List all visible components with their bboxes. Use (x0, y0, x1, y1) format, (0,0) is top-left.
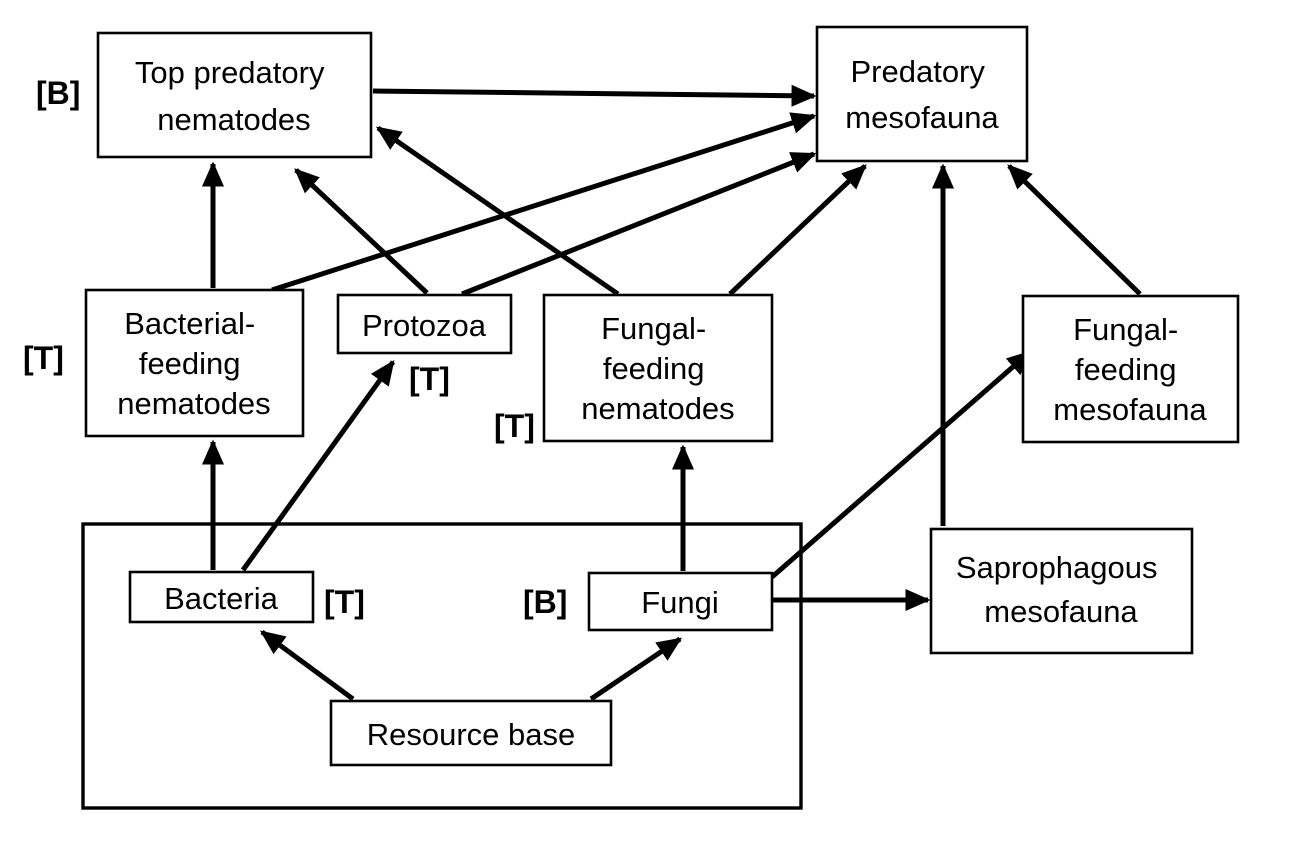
svg-text:Fungal- feeding ne: Fungal- feeding nematodes (581, 311, 734, 426)
tag-protozoa: [T] (409, 361, 450, 397)
node-predatory-mesofauna: Predatory mesofauna (815, 25, 1029, 163)
arrow-fungal-feeding-mesofauna-to-predatory-mesofauna (1007, 164, 1142, 296)
tag-bacterial-feeding-nematodes: [T] (23, 340, 64, 376)
node-top-predatory-nematodes: Top predatory nematodes (96, 31, 373, 159)
svg-text:Fungi: Fungi (641, 585, 719, 620)
svg-text:Predatory mesofauna: Predatory mesofauna (845, 54, 999, 135)
node-label-line: mesofauna (984, 594, 1138, 629)
node-label-line: Bacteria (164, 581, 278, 616)
node-label-line: Bacterial- (124, 306, 255, 341)
arrow-resource-base-to-fungi (589, 636, 683, 702)
arrow-fungi-to-fungal-feeding-mesofauna (770, 350, 1032, 579)
node-label-line: feeding (603, 351, 705, 386)
arrow-bacterial-feeding-nematodes-to-predatory-mesofauna (271, 112, 817, 293)
node-label-line: Predatory (850, 54, 985, 89)
arrow-top-predatory-nematodes-to-predatory-mesofauna (372, 84, 817, 107)
node-label-line: Top predatory (135, 55, 325, 90)
node-resource-base: Resource base (329, 699, 613, 767)
node-protozoa: Protozoa (336, 293, 513, 355)
node-fungal-feeding-mesofauna: Fungal- feeding mesofauna (1021, 294, 1240, 444)
node-fungal-feeding-nematodes: Fungal- feeding nematodes (542, 293, 774, 443)
node-bacteria: Bacteria (128, 570, 315, 624)
node-label-line: mesofauna (845, 100, 999, 135)
node-bacterial-feeding-nematodes: Bacterial- feeding nematodes (84, 288, 305, 438)
node-saprophagous-mesofauna: Saprophagous mesofauna (929, 527, 1194, 655)
svg-text:Top predatory nematodes: Top predatory nematodes (135, 55, 333, 137)
node-label-line: feeding (1075, 352, 1177, 387)
arrow-fungal-feeding-nematodes-to-predatory-mesofauna (728, 164, 867, 296)
node-label-line: mesofauna (1053, 392, 1207, 427)
node-label-line: nematodes (157, 102, 310, 137)
svg-text:Bacteria: Bacteria (164, 581, 278, 616)
tag-bacteria: [T] (324, 584, 365, 620)
node-label-line: feeding (139, 346, 241, 381)
resource-compartment-frame (81, 522, 803, 810)
node-fungi: Fungi (587, 571, 774, 632)
node-label-line: Fungal- (601, 311, 706, 346)
node-label-line: nematodes (581, 391, 734, 426)
tag-top-predatory-nematodes: [B] (36, 75, 80, 111)
arrow-bacteria-to-protozoa (240, 359, 396, 572)
arrow-protozoa-to-top-predatory-nematodes (294, 168, 429, 295)
tag-fungi: [B] (523, 584, 567, 620)
node-label-line: Resource base (367, 717, 576, 752)
svg-text:Saprophagous mesofauna: Saprophagous mesofauna (956, 550, 1166, 629)
arrow-protozoa-to-predatory-mesofauna (461, 151, 817, 297)
tag-fungal-feeding-nematodes: [T] (494, 408, 535, 444)
node-label-line: Protozoa (362, 308, 487, 343)
svg-text:Fungal- feeding me: Fungal- feeding mesofauna (1053, 312, 1207, 427)
node-label-line: nematodes (117, 386, 270, 421)
node-label-line: Fungi (641, 585, 719, 620)
arrow-resource-base-to-bacteria (259, 629, 355, 702)
node-label-line: Fungal- (1073, 312, 1178, 347)
edges-layer (202, 84, 1142, 702)
svg-text:Bacterial- feeding: Bacterial- feeding nematodes (117, 306, 270, 421)
svg-text:Resource base: Resource base (367, 717, 576, 752)
svg-text:Protozoa: Protozoa (362, 308, 487, 343)
node-label-line: Saprophagous (956, 550, 1158, 585)
arrow-fungal-feeding-nematodes-to-top-predatory-nematodes (375, 125, 620, 297)
